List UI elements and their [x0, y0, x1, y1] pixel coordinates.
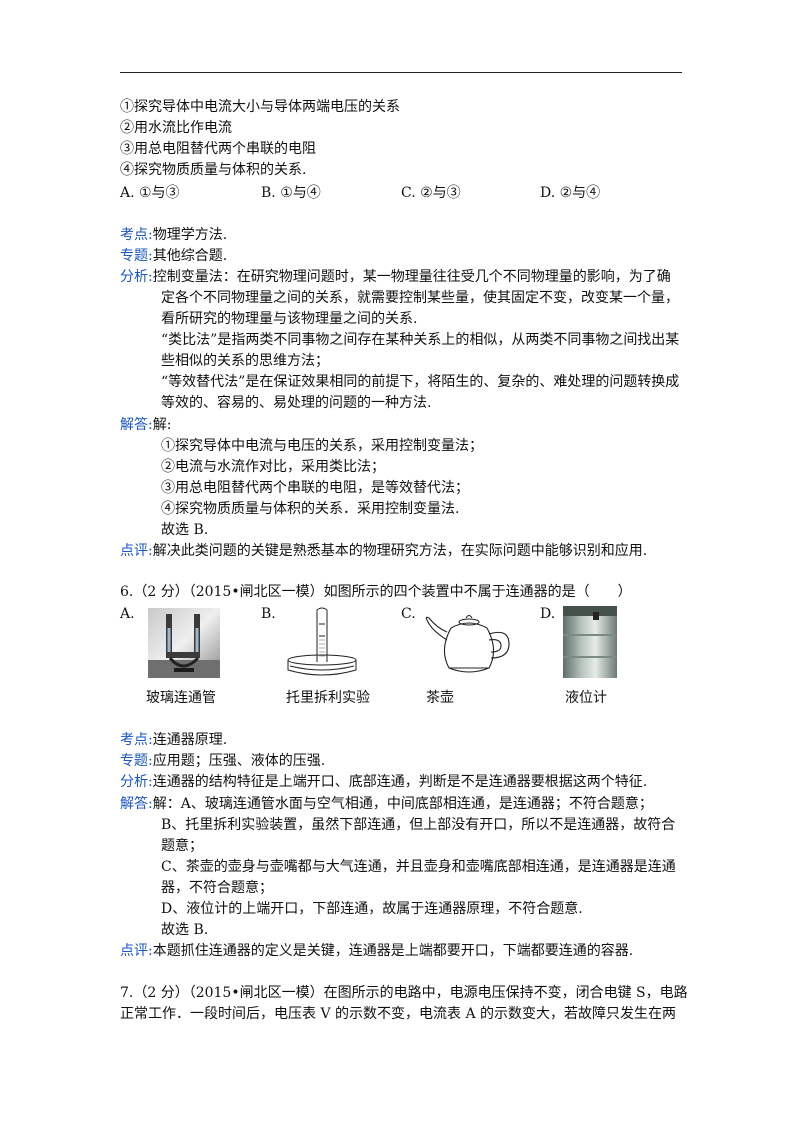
q5-zhuanti: 专题:其他综合题.	[120, 246, 227, 266]
q5-kaodian: 考点:物理学方法.	[120, 225, 227, 245]
jieda-line: ③用总电阻替代两个串联的电阻，是等效替代法；	[161, 480, 469, 496]
jieda-line: 故选 B.	[161, 922, 209, 938]
q5-option-b: B. ①与④	[261, 185, 321, 201]
q5-option-d: D. ②与④	[540, 185, 601, 201]
fenxi-line: 定各个不同物理量之间的关系，就需要控制某些量，使其固定不变，改变某一个量，	[161, 290, 679, 306]
fenxi-line: 等效的、容易的、易处理的问题的一种方法.	[161, 395, 432, 411]
q6-caption-b: 托里拆利实验	[286, 690, 370, 706]
q5-option-c: C. ②与③	[401, 185, 461, 201]
fenxi-line: “类比法”是指两类不同事物之间存在某种关系上的相似，从两类不同事物之间找出某	[161, 332, 680, 348]
q6-caption-a: 玻璃连通管	[146, 690, 216, 706]
q6-stem: 6.（2 分）（2015•闸北区一模）如图所示的四个装置中不属于连通器的是（ ）	[120, 584, 632, 600]
q5-item-1: ①探究导体中电流大小与导体两端电压的关系	[120, 99, 400, 115]
q5-item-4: ④探究物质质量与体积的关系.	[120, 162, 307, 178]
q5-item-3: ③用总电阻替代两个串联的电阻	[120, 141, 316, 157]
jieda-line: ①探究导体中电流与电压的关系，采用控制变量法；	[161, 438, 483, 454]
q5-jieda: 解答:解:	[120, 415, 171, 435]
jieda-label: 解答:	[120, 796, 153, 812]
kaodian-label: 考点:	[120, 732, 153, 748]
jieda-line: ④探究物质质量与体积的关系．采用控制变量法.	[161, 501, 460, 517]
fenxi-line: 些相似的关系的思维方法；	[161, 353, 329, 369]
fenxi-label: 分析:	[120, 774, 153, 790]
q6-option-a-letter: A.	[120, 606, 135, 622]
q6-option-d-letter: D.	[540, 606, 556, 622]
kaodian-text: 连通器原理.	[152, 732, 228, 748]
zhuanti-label: 专题:	[120, 753, 153, 769]
q6-option-c-letter: C.	[401, 606, 416, 622]
dianping-text: 本题抓住连通器的定义是关键，连通器是上端都要开口，下端都要连通的容器.	[152, 943, 634, 959]
q6-option-b-letter: B.	[261, 606, 276, 622]
q7-stem-line: 正常工作．一段时间后，电压表 V 的示数不变，电流表 A 的示数变大，若故障只发…	[120, 1006, 677, 1022]
fenxi-line: 控制变量法：在研究物理问题时，某一物理量往往受几个不同物理量的影响，为了确	[152, 269, 671, 285]
fenxi-line: “等效替代法”是在保证效果相同的前提下，将陌生的、复杂的、难处理的问题转换成	[161, 374, 680, 390]
jieda-label: 解答:	[120, 417, 153, 433]
jieda-line: 解:	[152, 417, 172, 433]
jieda-line: 题意；	[161, 838, 203, 854]
jieda-line: C、茶壶的壶身与壶嘴都与大气连通，并且壶身和壶嘴底部相连通，是连通器是连通	[161, 859, 676, 875]
q7-stem-line: 7.（2 分）（2015•闸北区一模）在图所示的电路中，电源电压保持不变，闭合电…	[120, 985, 688, 1001]
jieda-line: B、托里拆利实验装置，虽然下部连通，但上部没有开口，所以不是连通器，故符合	[161, 817, 676, 833]
dianping-label: 点评:	[120, 543, 153, 559]
jieda-line: 器，不符合题意；	[161, 880, 273, 896]
dianping-label: 点评:	[120, 943, 153, 959]
q6-jieda: 解答:解：A、玻璃连通管水面与空气相通，中间底部相连通，是连通器；不符合题意；	[120, 794, 653, 814]
q5-dianping: 点评:解决此类问题的关键是熟悉基本的物理研究方法，在实际问题中能够识别和应用.	[120, 541, 647, 561]
torricelli-experiment-drawing	[287, 607, 357, 676]
fenxi-label: 分析:	[120, 269, 153, 285]
kaodian-text: 物理学方法.	[152, 227, 228, 243]
kaodian-label: 考点:	[120, 227, 153, 243]
teapot-drawing	[425, 614, 510, 673]
q6-zhuanti: 专题:应用题；压强、液体的压强.	[120, 751, 325, 771]
q5-item-2: ②用水流比作电流	[120, 120, 232, 136]
header-rule	[120, 72, 682, 73]
zhuanti-text: 其他综合题.	[152, 248, 228, 264]
q6-caption-d: 液位计	[565, 690, 607, 706]
zhuanti-text: 应用题；压强、液体的压强.	[152, 753, 326, 769]
q6-caption-c: 茶壶	[426, 690, 454, 706]
glass-connected-tube-photo	[148, 608, 220, 678]
jieda-line: ②电流与水流作对比，采用类比法；	[161, 459, 385, 475]
fenxi-line: 看所研究的物理量与该物理量之间的关系.	[161, 311, 418, 327]
dianping-text: 解决此类问题的关键是熟悉基本的物理研究方法，在实际问题中能够识别和应用.	[152, 543, 648, 559]
q5-option-a: A. ①与③	[120, 185, 180, 201]
jieda-line: 故选 B.	[161, 522, 209, 538]
q6-kaodian: 考点:连通器原理.	[120, 730, 227, 750]
liquid-level-gauge-photo	[563, 606, 617, 678]
q6-fenxi: 分析:连通器的结构特征是上端开口、底部连通，判断是不是连通器要根据这两个特征.	[120, 772, 647, 792]
jieda-line: D、液位计的上端开口，下部连通，故属于连通器原理，不符合题意.	[161, 901, 583, 917]
jieda-line: 解：A、玻璃连通管水面与空气相通，中间底部相连通，是连通器；不符合题意；	[152, 796, 653, 812]
zhuanti-label: 专题:	[120, 248, 153, 264]
q6-dianping: 点评:本题抓住连通器的定义是关键，连通器是上端都要开口，下端都要连通的容器.	[120, 941, 633, 961]
q5-fenxi: 分析:控制变量法：在研究物理问题时，某一物理量往往受几个不同物理量的影响，为了确	[120, 267, 671, 287]
fenxi-text: 连通器的结构特征是上端开口、底部连通，判断是不是连通器要根据这两个特征.	[152, 774, 648, 790]
